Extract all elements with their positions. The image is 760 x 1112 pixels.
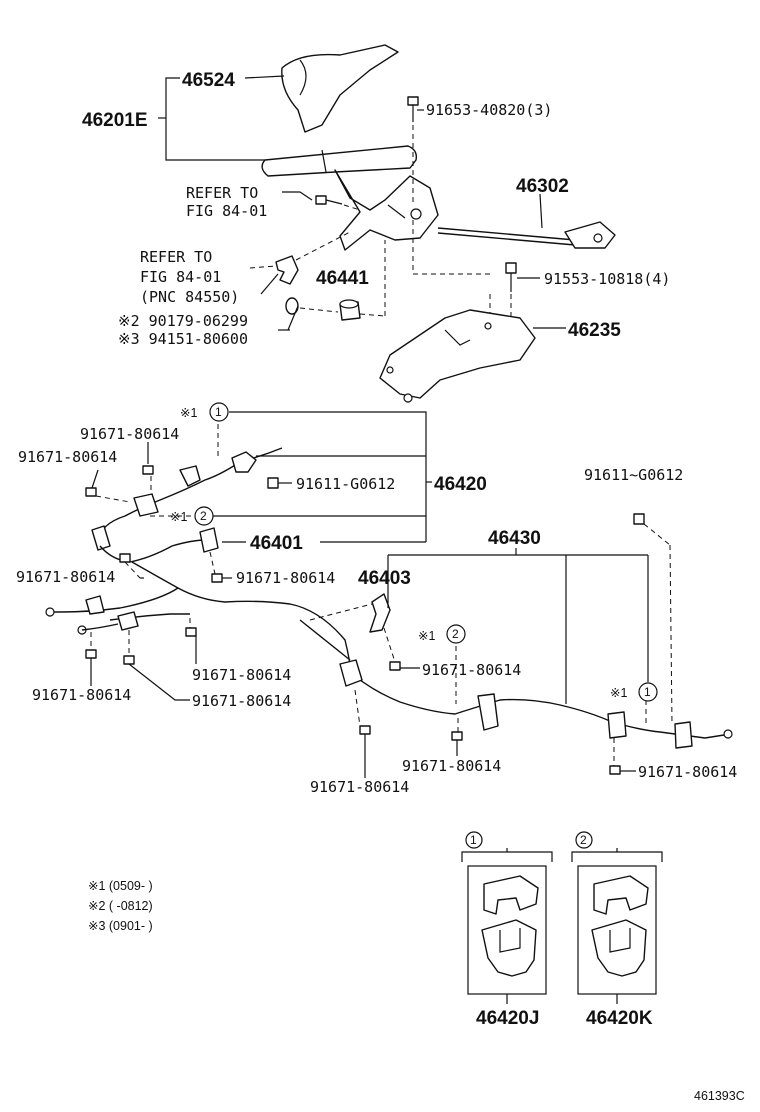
note-3: ※3 (0901- ): [88, 919, 153, 933]
clamp-46420j-part: [481, 875, 539, 977]
label-46420j: 46420J: [476, 1008, 539, 1029]
label-refer-to-2c: (PNC 84550): [140, 288, 239, 306]
label-91671-80614-b: 91671-80614: [18, 448, 117, 466]
bolt-icon: [315, 195, 343, 205]
label-refer-to-2a: REFER TO: [140, 248, 212, 266]
label-91671-80614-c: 91671-80614: [16, 568, 115, 586]
label-91671-80614-a: 91671-80614: [80, 425, 179, 443]
circle-2a: 2: [200, 509, 207, 523]
label-46441: 46441: [316, 268, 369, 289]
label-91611-g0612-b: 91611~G0612: [584, 466, 683, 484]
label-46403: 46403: [358, 568, 411, 589]
label-91611-g0612-a: 91611-G0612: [296, 475, 395, 493]
bracket-part: [379, 309, 536, 403]
clip-part: [275, 255, 299, 285]
detail-circle-1: 1: [470, 833, 477, 847]
bolt-icon: [407, 96, 419, 122]
label-91671-80614-j: 91671-80614: [638, 763, 737, 781]
label-91671-80614-e: 91671-80614: [192, 666, 291, 684]
label-94151-80600: ※3 94151-80600: [118, 330, 248, 348]
label-46420: 46420: [434, 474, 487, 495]
front-cable-part: [91, 447, 283, 551]
mark-1a: ※1: [180, 406, 197, 420]
bracket-46403-part: [369, 593, 391, 633]
label-46524: 46524: [182, 70, 235, 91]
label-46420k: 46420K: [586, 1008, 653, 1029]
label-91671-80614-g: 91671-80614: [32, 686, 131, 704]
label-refer-to-1b: FIG 84-01: [186, 202, 267, 220]
label-91671-80614-i: 91671-80614: [402, 757, 501, 775]
mark-1c: ※1: [418, 629, 435, 643]
label-91553-10818: 91553-10818(4): [544, 270, 670, 288]
label-46235: 46235: [568, 320, 621, 341]
label-91671-80614-k: 91671-80614: [310, 778, 409, 796]
parking-lever-part: [261, 145, 439, 251]
mark-1d: ※1: [610, 686, 627, 700]
circle-1a: 1: [215, 405, 222, 419]
label-refer-to-1a: REFER TO: [186, 184, 258, 202]
clamp-46420k-part: [591, 875, 649, 977]
label-46430: 46430: [488, 528, 541, 549]
label-91671-80614-f: 91671-80614: [422, 661, 521, 679]
bolt-icon: [85, 465, 645, 775]
note-2: ※2 ( -0812): [88, 899, 153, 913]
circle-2b: 2: [452, 627, 459, 641]
label-91671-80614-d: 91671-80614: [236, 569, 335, 587]
label-91653-40820: 91653-40820(3): [426, 101, 552, 119]
label-91671-80614-h: 91671-80614: [192, 692, 291, 710]
figure-number: 461393C: [694, 1089, 745, 1103]
bolt-icon: [505, 262, 517, 292]
detail-circle-2: 2: [580, 833, 587, 847]
note-1: ※1 (0509- ): [88, 879, 153, 893]
pin-part: [339, 299, 361, 321]
label-46201e: 46201E: [82, 110, 148, 131]
lever-cover-part: [281, 44, 399, 133]
circle-1b: 1: [644, 685, 651, 699]
rear-cable-left-part: [45, 527, 353, 681]
label-90179-06299: ※2 90179-06299: [118, 312, 248, 330]
label-46302: 46302: [516, 176, 569, 197]
rear-cable-right-part: [299, 619, 733, 749]
label-refer-to-2b: FIG 84-01: [140, 268, 221, 286]
label-46401: 46401: [250, 533, 303, 554]
mark-1b: ※1: [170, 510, 187, 524]
rod-part: [437, 221, 616, 249]
